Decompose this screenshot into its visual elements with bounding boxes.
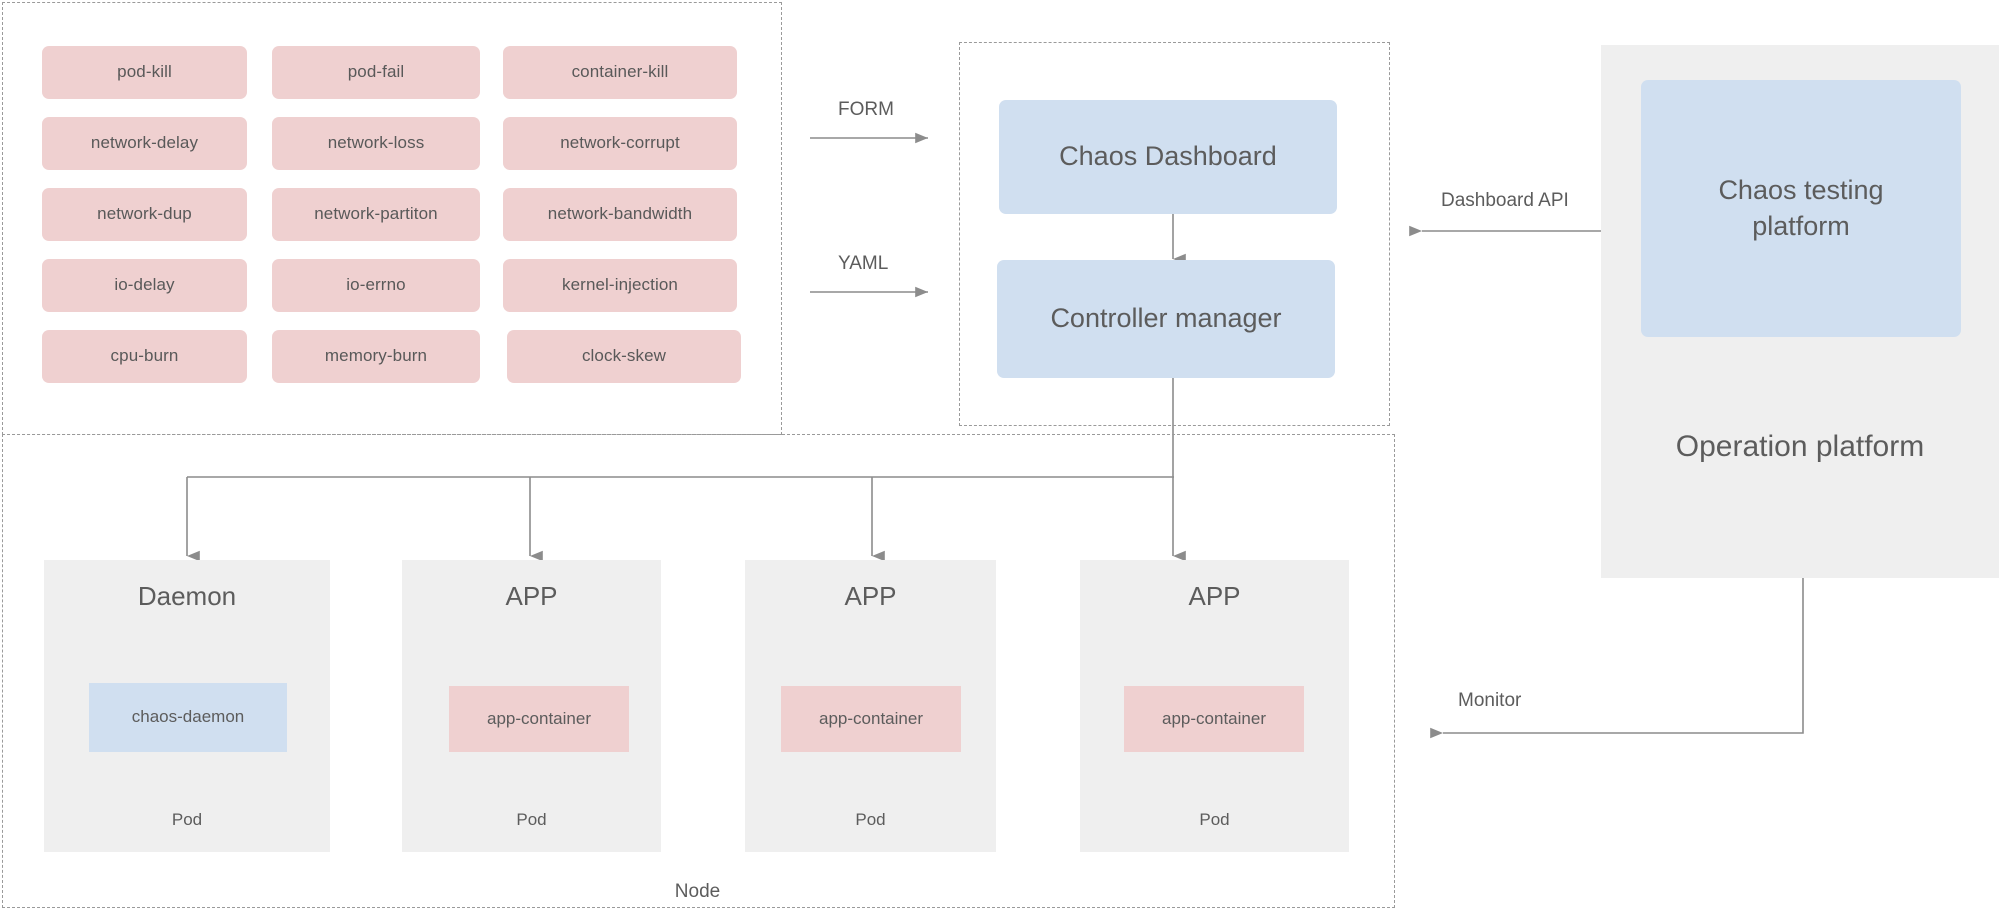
- pod-footer-label: Pod: [171, 810, 203, 829]
- container-app-1[interactable]: app-container: [449, 686, 629, 752]
- chaos-type-chip[interactable]: network-bandwidth: [503, 188, 737, 241]
- chaos-type-chip[interactable]: container-kill: [503, 46, 737, 99]
- chaos-type-chip[interactable]: pod-kill: [42, 46, 247, 99]
- chaos-type-chip[interactable]: clock-skew: [507, 330, 741, 383]
- chaos-testing-platform-line2: platform: [1752, 210, 1850, 241]
- pod-footer-label: Pod: [1199, 810, 1230, 829]
- control-plane-group: [959, 42, 1390, 426]
- controller-manager-box[interactable]: Controller manager: [997, 260, 1335, 378]
- chaos-type-chip[interactable]: network-delay: [42, 117, 247, 170]
- pod-title: APP: [844, 581, 897, 611]
- chaos-type-chip[interactable]: memory-burn: [272, 330, 480, 383]
- pod-footer-label: Pod: [855, 810, 886, 829]
- chaos-type-chip[interactable]: network-dup: [42, 188, 247, 241]
- pod-card-app-3[interactable]: APP Pod: [1080, 560, 1349, 852]
- chaos-type-chip[interactable]: pod-fail: [272, 46, 480, 99]
- container-chaos-daemon[interactable]: chaos-daemon: [89, 683, 287, 752]
- chaos-type-chip[interactable]: network-loss: [272, 117, 480, 170]
- form-edge-label: FORM: [838, 99, 894, 120]
- chaos-testing-platform-box[interactable]: Chaos testing platform: [1641, 80, 1961, 337]
- chaos-type-chip[interactable]: io-delay: [42, 259, 247, 312]
- chaos-type-chip[interactable]: network-partiton: [272, 188, 480, 241]
- container-app-2[interactable]: app-container: [781, 686, 961, 752]
- chaos-type-chip[interactable]: kernel-injection: [503, 259, 737, 312]
- chaos-type-chip[interactable]: cpu-burn: [42, 330, 247, 383]
- chaos-testing-platform-line1: Chaos testing: [1718, 175, 1884, 206]
- container-app-3[interactable]: app-container: [1124, 686, 1304, 752]
- chaos-dashboard-box[interactable]: Chaos Dashboard: [999, 100, 1337, 214]
- node-group: [2, 434, 1395, 908]
- operation-platform-caption: Operation platform: [1675, 430, 1925, 463]
- pod-title: Daemon: [137, 581, 237, 611]
- pod-title: APP: [1188, 581, 1241, 611]
- dashboard-api-edge-label: Dashboard API: [1441, 190, 1569, 211]
- pod-footer-label: Pod: [516, 810, 547, 829]
- monitor-edge-label: Monitor: [1458, 690, 1522, 711]
- pod-title: APP: [505, 581, 558, 611]
- chaos-type-chip[interactable]: network-corrupt: [503, 117, 737, 170]
- yaml-edge-label: YAML: [838, 253, 889, 274]
- chaos-type-chip[interactable]: io-errno: [272, 259, 480, 312]
- node-label: Node: [674, 881, 721, 902]
